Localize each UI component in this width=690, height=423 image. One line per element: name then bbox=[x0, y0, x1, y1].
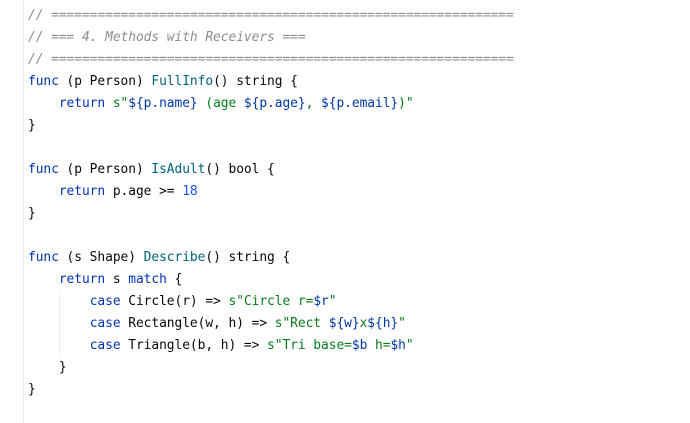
code-token bbox=[105, 96, 113, 111]
code-token: Rectangle(w, h) => bbox=[120, 316, 275, 331]
code-token: ${p.age} bbox=[243, 96, 306, 111]
code-token: Triangle(b, h) => bbox=[120, 338, 268, 353]
code-token: return bbox=[58, 96, 106, 111]
code-line[interactable]: case Rectangle(w, h) => s"Rect ${w}x${h}… bbox=[28, 313, 514, 335]
code-token: } bbox=[28, 118, 36, 133]
code-line[interactable]: // =====================================… bbox=[28, 49, 514, 71]
code-token: " bbox=[398, 316, 406, 331]
code-token: (s Shape) bbox=[58, 250, 144, 265]
code-token: (p Person) bbox=[58, 162, 152, 177]
code-line[interactable]: } bbox=[28, 379, 514, 401]
code-token: } bbox=[28, 382, 36, 397]
code-token: } bbox=[28, 206, 36, 221]
code-token: func bbox=[28, 162, 59, 177]
code-token: return bbox=[58, 184, 106, 199]
code-token: { bbox=[166, 272, 183, 287]
code-token: () bool { bbox=[205, 162, 275, 177]
code-line[interactable]: func (p Person) IsAdult() bool { bbox=[28, 159, 514, 181]
code-token: , bbox=[305, 96, 322, 111]
code-token: case bbox=[89, 338, 121, 353]
code-token: 18 bbox=[182, 184, 198, 199]
code-token: ${h} bbox=[367, 316, 399, 331]
code-line[interactable]: case Triangle(b, h) => s"Tri base=$b h=$… bbox=[28, 335, 514, 357]
code-token: ${p.name} bbox=[128, 96, 198, 111]
code-token: p.age >= bbox=[105, 184, 183, 199]
code-token: )" bbox=[398, 96, 414, 111]
code-token: match bbox=[128, 272, 167, 287]
code-token: $r bbox=[313, 294, 329, 309]
code-token: () string { bbox=[213, 74, 298, 89]
code-token: x bbox=[359, 316, 368, 331]
code-line[interactable] bbox=[28, 137, 514, 159]
code-token: s"Circle r= bbox=[228, 294, 314, 309]
code-line[interactable]: func (p Person) FullInfo() string { bbox=[28, 71, 514, 93]
code-token: func bbox=[28, 250, 59, 265]
code-token: s" bbox=[112, 96, 129, 111]
code-line[interactable]: case Circle(r) => s"Circle r=$r" bbox=[28, 291, 514, 313]
code-line[interactable]: } bbox=[28, 357, 514, 379]
code-token: s bbox=[105, 272, 129, 287]
code-area[interactable]: // =====================================… bbox=[28, 5, 514, 401]
code-token: h= bbox=[367, 338, 391, 353]
code-token: // =====================================… bbox=[28, 8, 514, 23]
code-line[interactable]: // =====================================… bbox=[28, 5, 514, 27]
code-token bbox=[28, 316, 90, 331]
code-token: " bbox=[405, 338, 414, 353]
code-token: } bbox=[28, 360, 67, 375]
code-token: return bbox=[58, 272, 106, 287]
code-token: $h bbox=[390, 338, 406, 353]
code-token: ${w} bbox=[328, 316, 360, 331]
code-token: ${p.email} bbox=[321, 96, 399, 111]
code-token: (p Person) bbox=[58, 74, 152, 89]
code-token: case bbox=[89, 294, 121, 309]
gutter-border bbox=[23, 0, 24, 423]
code-line[interactable]: func (s Shape) Describe() string { bbox=[28, 247, 514, 269]
code-line[interactable]: } bbox=[28, 115, 514, 137]
indent-guide bbox=[59, 291, 60, 357]
code-token: s"Rect bbox=[274, 316, 329, 331]
code-line[interactable]: return p.age >= 18 bbox=[28, 181, 514, 203]
code-token: // === 4. Methods with Receivers === bbox=[28, 30, 306, 45]
code-line[interactable]: } bbox=[28, 203, 514, 225]
code-token bbox=[28, 272, 59, 287]
code-token: IsAdult bbox=[151, 162, 206, 177]
code-line[interactable] bbox=[28, 225, 514, 247]
code-line[interactable]: return s match { bbox=[28, 269, 514, 291]
code-token: (age bbox=[197, 96, 244, 111]
code-token: " bbox=[328, 294, 337, 309]
code-token: // =====================================… bbox=[28, 52, 514, 67]
code-token bbox=[28, 96, 59, 111]
code-token bbox=[28, 184, 59, 199]
code-token: () string { bbox=[205, 250, 291, 265]
code-line[interactable]: return s"${p.name} (age ${p.age}, ${p.em… bbox=[28, 93, 514, 115]
code-token bbox=[28, 294, 90, 309]
code-token: Circle(r) => bbox=[120, 294, 229, 309]
code-token: s"Tri base= bbox=[267, 338, 352, 353]
code-token: case bbox=[89, 316, 121, 331]
code-token bbox=[28, 338, 90, 353]
code-token: FullInfo bbox=[151, 74, 214, 89]
code-token: Describe bbox=[143, 250, 206, 265]
code-token: func bbox=[28, 74, 59, 89]
code-token: $b bbox=[351, 338, 368, 353]
code-line[interactable]: // === 4. Methods with Receivers === bbox=[28, 27, 514, 49]
